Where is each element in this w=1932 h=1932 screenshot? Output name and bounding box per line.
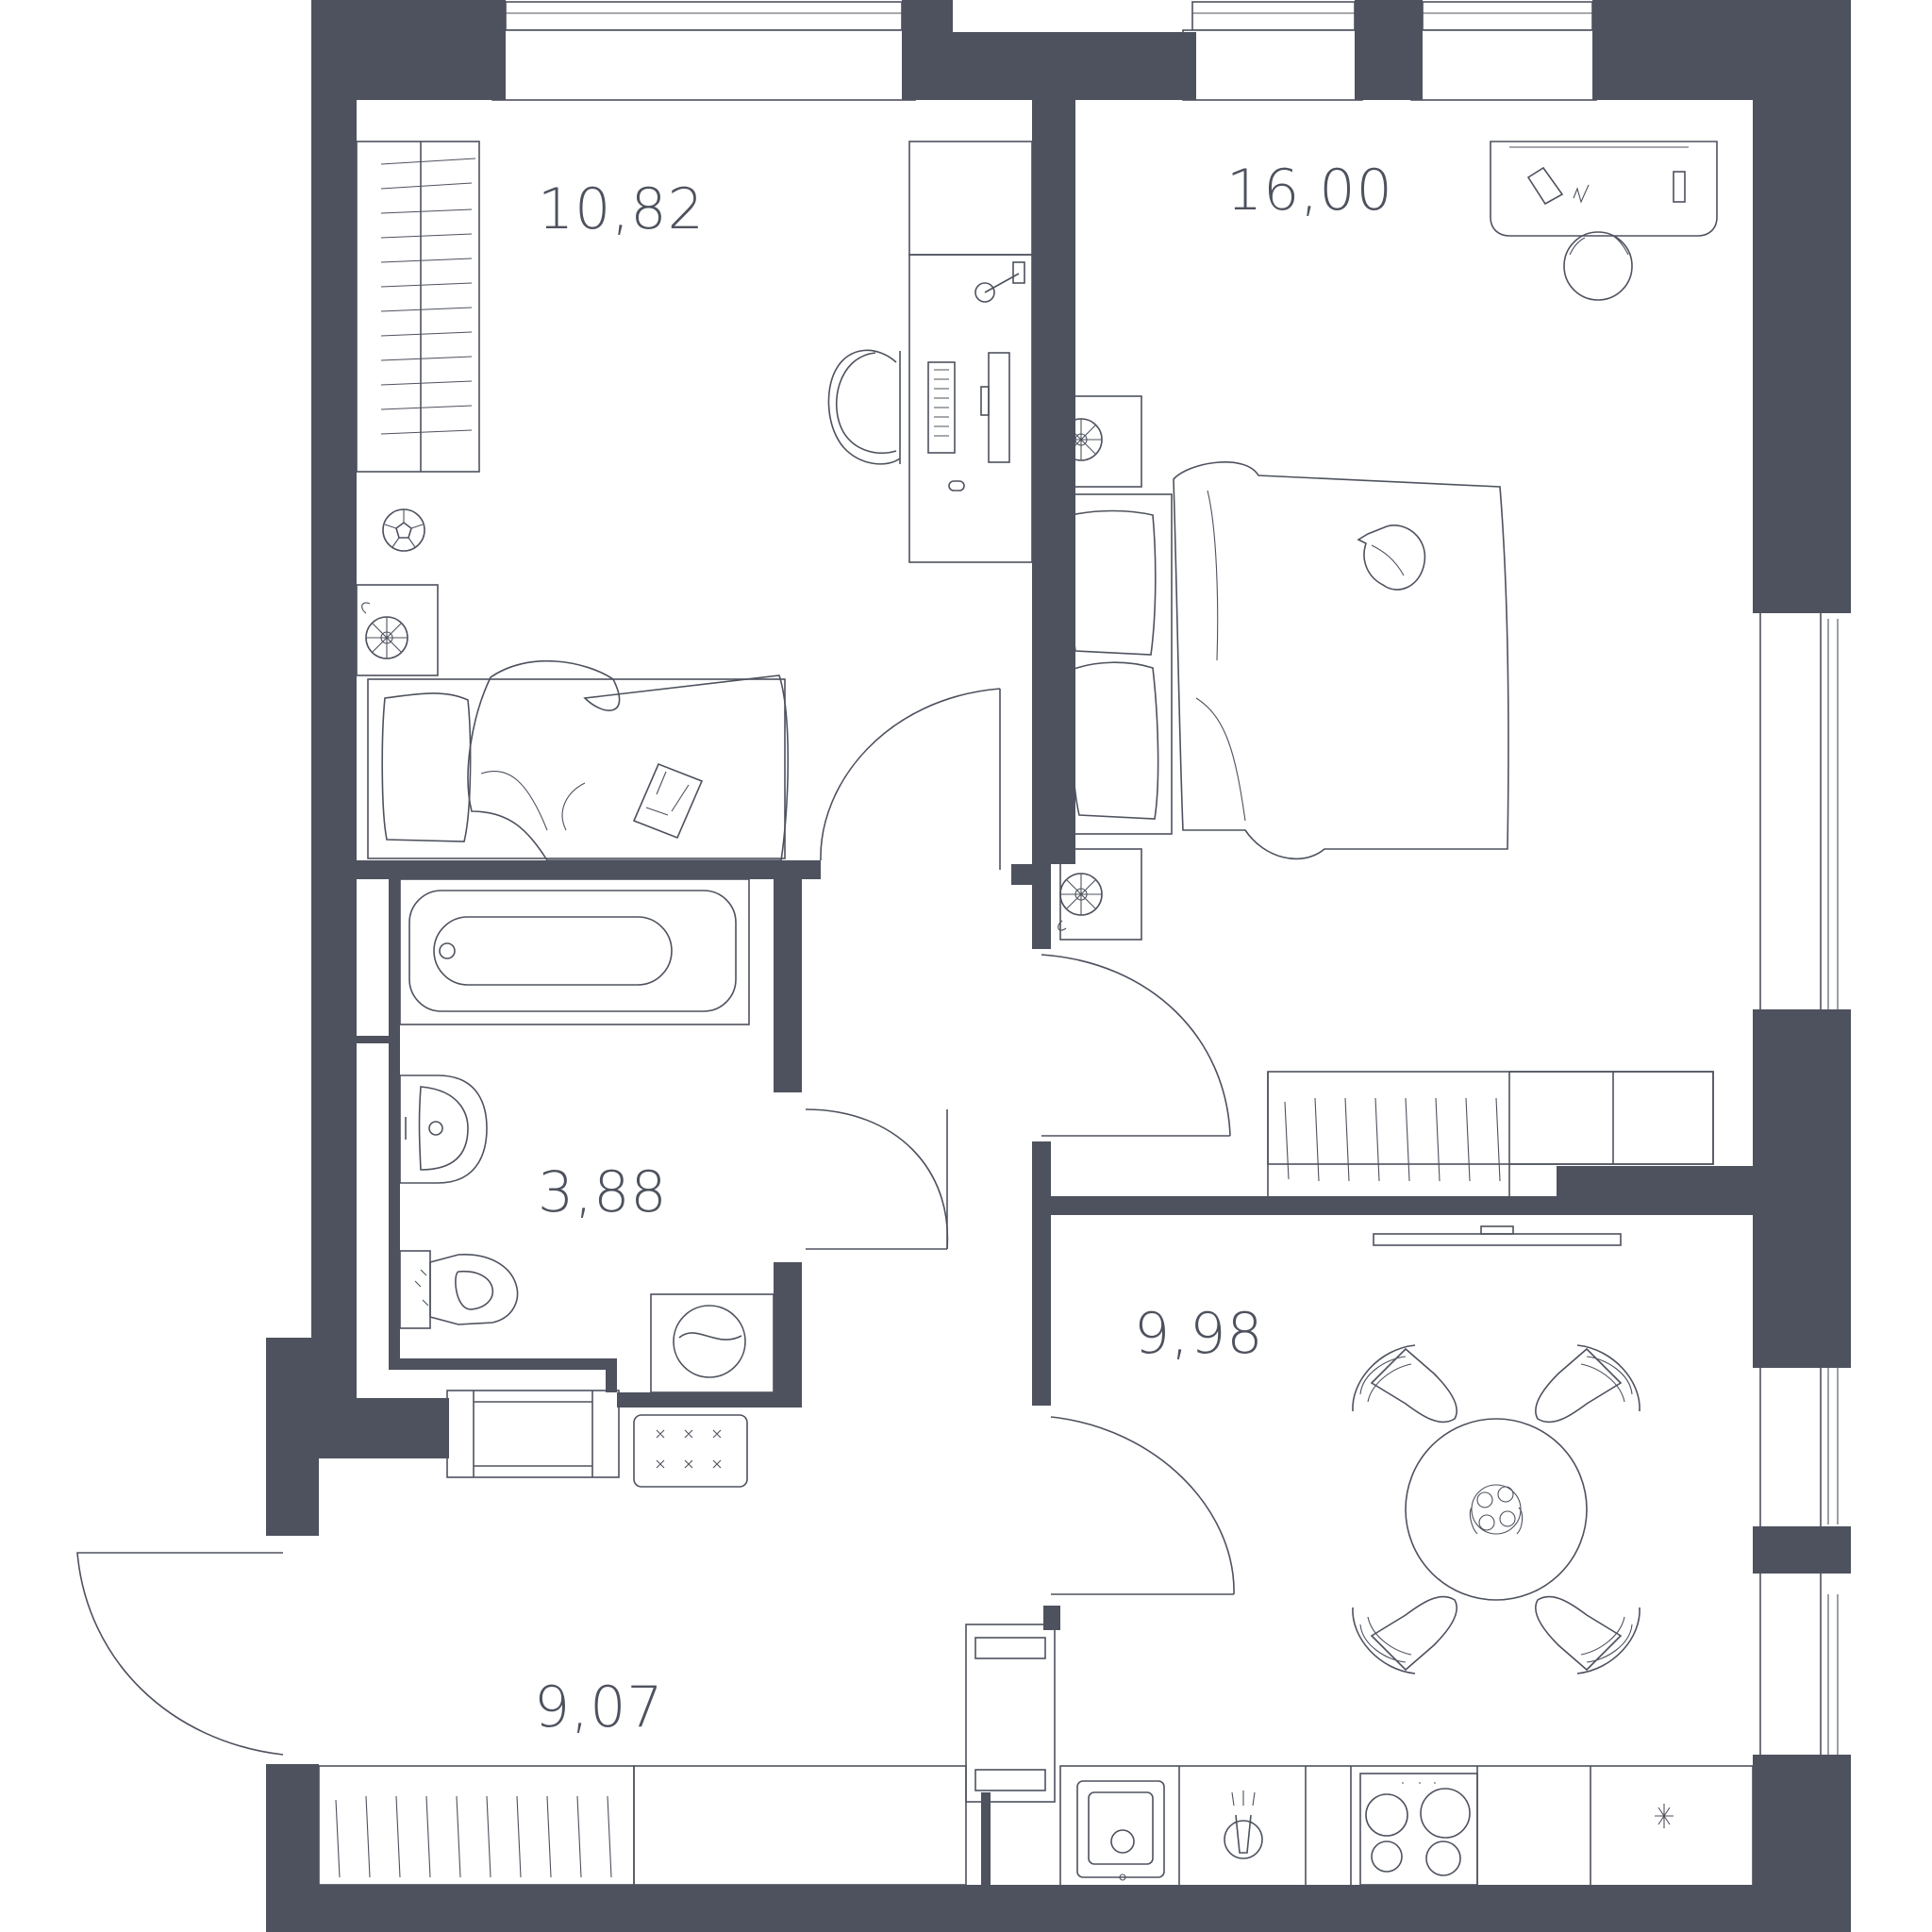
- double-bed-icon: [1061, 461, 1509, 860]
- doormat-icon: [633, 1414, 748, 1488]
- keyboard-icon: [927, 361, 956, 454]
- single-bed-icon: [367, 659, 790, 861]
- chair-icon: [827, 349, 901, 465]
- nightstand-icon: [1058, 848, 1142, 941]
- room-kitchen: 9,98: [1050, 1225, 1754, 1888]
- nightstand-icon: [1058, 394, 1142, 488]
- washbasin-icon: [399, 1074, 488, 1184]
- window-top-right-b: [1410, 1, 1597, 101]
- area-label-bedroom-small: 10,82: [538, 176, 705, 242]
- monitor-icon: [980, 352, 1010, 463]
- door-swing-icon: [1041, 954, 1231, 1137]
- mouse-icon: [948, 480, 965, 491]
- toilet-icon: [399, 1250, 519, 1329]
- room-bedroom-large: 16,00: [1041, 141, 1718, 1196]
- area-label-kitchen: 9,98: [1134, 1301, 1264, 1367]
- door-swing-icon: [820, 688, 1001, 870]
- room-bathroom: 3,88: [399, 878, 949, 1393]
- window-right-kitchen-b: [1759, 1571, 1839, 1761]
- walls: [266, 0, 1851, 1932]
- lamp-icon: [974, 261, 1025, 303]
- room-bedroom-small: 10,82: [356, 141, 1033, 870]
- window-top-left: [491, 1, 916, 101]
- door-swing-icon: [1050, 1416, 1235, 1595]
- windows: [491, 1, 1839, 1761]
- wardrobe-icon: [318, 1765, 967, 1886]
- dining-chair-icon: [1352, 1344, 1457, 1424]
- door-swing-icon: [76, 1552, 284, 1756]
- sink-icon: [1076, 1780, 1165, 1881]
- nightstand-icon: [356, 584, 439, 676]
- wardrobe-icon: [1267, 1071, 1714, 1196]
- room-hallway: 9,07: [76, 1390, 1056, 1886]
- tv-icon: [1373, 1225, 1622, 1246]
- flowers-icon: [1469, 1484, 1524, 1535]
- fridge-icon: [1655, 1804, 1674, 1828]
- window-top-right-a: [1182, 1, 1363, 101]
- area-label-hallway: 9,07: [534, 1674, 664, 1740]
- wardrobe-icon: [356, 141, 480, 473]
- shoe-bench-icon: [965, 1624, 1056, 1803]
- window-right-kitchen-a: [1759, 1339, 1839, 1529]
- dining-chair-icon: [1352, 1595, 1457, 1674]
- bathtub-icon: [399, 878, 750, 1025]
- door-swing-icon: [805, 1108, 949, 1250]
- dining-table-icon: [1405, 1418, 1588, 1601]
- cooktop-icon: [1359, 1773, 1478, 1886]
- shoe-bench-icon: [446, 1390, 620, 1478]
- cat-icon: [1357, 525, 1426, 591]
- book-icon: [632, 762, 704, 840]
- vanity-desk-icon: [1490, 141, 1718, 301]
- dining-chair-icon: [1535, 1344, 1641, 1424]
- desk-icon: [908, 141, 1033, 563]
- washing-machine-icon: [650, 1293, 774, 1393]
- dining-chair-icon: [1535, 1595, 1641, 1674]
- area-label-bedroom-large: 16,00: [1226, 158, 1393, 224]
- window-right-bedroom: [1759, 603, 1839, 1029]
- area-label-bathroom: 3,88: [538, 1159, 668, 1225]
- soccer-ball-icon: [382, 508, 425, 552]
- faucet-icon: [1224, 1790, 1263, 1859]
